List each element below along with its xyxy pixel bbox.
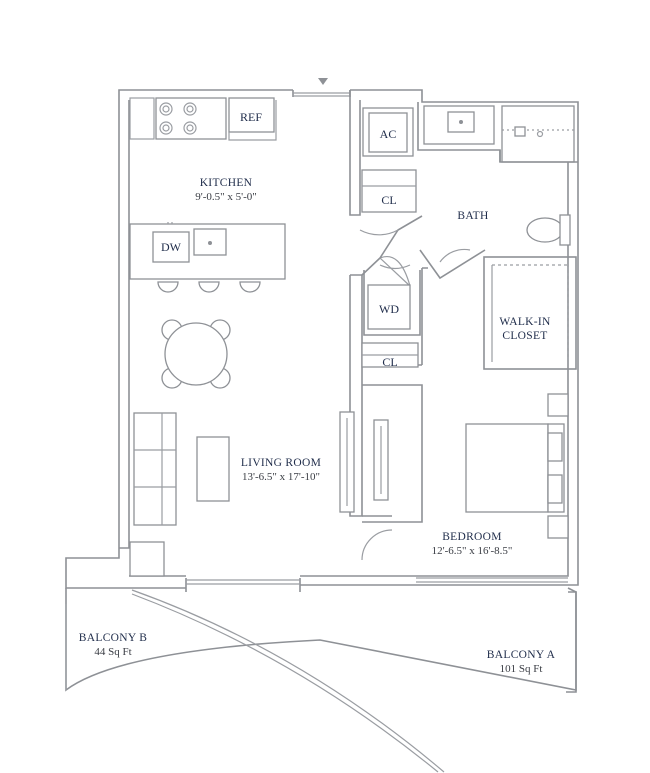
living-room-dims: 13'-6.5" x 17'-10" — [242, 471, 320, 483]
dw-label: DW — [161, 240, 182, 254]
walk-in-closet — [483, 256, 577, 370]
dining-table — [161, 319, 231, 389]
side-table — [129, 541, 165, 577]
living-room-label: LIVING ROOM — [241, 457, 321, 469]
closet-upper — [361, 169, 417, 213]
washer-dryer — [367, 284, 411, 330]
bath-label: BATH — [457, 210, 488, 222]
bedroom-dims: 12'-6.5" x 16'-8.5" — [432, 545, 513, 557]
balcony-b-label: BALCONY B — [79, 632, 147, 644]
ac-label: AC — [380, 127, 397, 141]
ref-label: REF — [240, 110, 262, 124]
coffee-table — [196, 436, 230, 502]
sofa — [133, 412, 177, 526]
walk-in-closet-label-1: WALK-IN — [499, 316, 551, 328]
nightstand-top — [547, 393, 569, 417]
balcony-a-label: BALCONY A — [487, 649, 556, 661]
cl-upper-label: CL — [381, 193, 396, 207]
walk-in-closet-label-2: CLOSET — [502, 330, 547, 342]
cl-lower-label: CL — [382, 355, 397, 369]
refrigerator — [228, 97, 275, 133]
kitchen-label: KITCHEN — [200, 177, 253, 189]
dishwasher — [152, 231, 190, 263]
balcony-a-area: 101 Sq Ft — [500, 663, 543, 675]
bed — [465, 423, 549, 513]
bath-fixtures — [419, 105, 578, 280]
interior-walls — [349, 90, 428, 517]
bedroom-label: BEDROOM — [442, 531, 502, 543]
laundry — [361, 264, 421, 368]
toilet — [526, 217, 564, 243]
wd-label: WD — [379, 302, 399, 316]
kitchen-counter — [129, 97, 277, 141]
balcony-b-area: 44 Sq Ft — [94, 646, 131, 658]
nightstand-bottom — [547, 515, 569, 539]
bedroom-furniture — [339, 384, 569, 561]
kitchen-dims: 9'-0.5" x 5'-0" — [195, 191, 257, 203]
balconies — [65, 587, 577, 773]
kitchen-island — [129, 222, 286, 293]
entry-marker-icon — [318, 78, 328, 85]
